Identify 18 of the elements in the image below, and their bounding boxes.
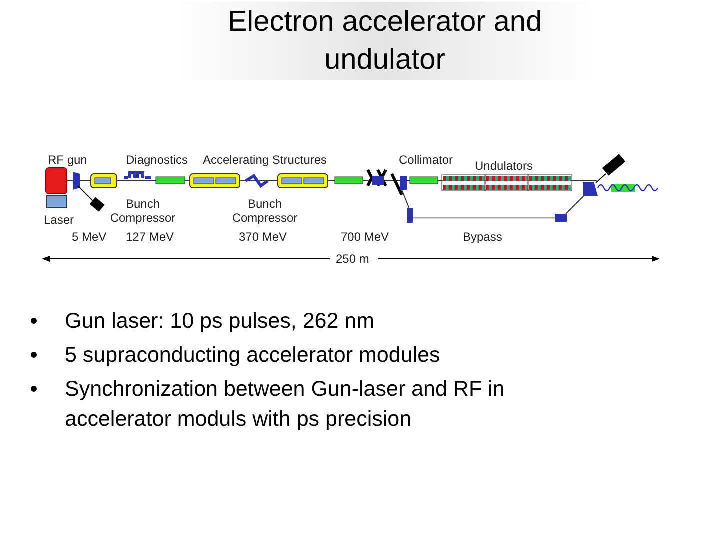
part-label: Bunch Compressor	[231, 197, 299, 225]
bullet-text: Synchronization between Gun-laser and RF in accelerator moduls with ps precision	[30, 374, 590, 434]
part-label: Bunch Compressor	[109, 197, 177, 225]
slide-title: Electron accelerator and undulator	[226, 5, 544, 78]
part-label: 250 m	[336, 252, 370, 266]
part-label: Diagnostics	[126, 153, 188, 167]
part-label: Collimator	[399, 153, 454, 167]
part-label: Undulators	[475, 159, 534, 173]
part-label: 370 MeV	[239, 230, 288, 244]
part-label: RF gun	[48, 153, 88, 167]
part-label: Accelerating Structures	[203, 153, 328, 167]
bullet-text: Gun laser: 10 ps pulses, 262 nm	[30, 306, 590, 336]
part-label: 700 MeV	[341, 230, 390, 244]
bullet-text: 5 supraconducting accelerator modules	[30, 340, 590, 370]
part-label: Laser	[44, 213, 74, 227]
part-label: 127 MeV	[126, 230, 174, 244]
part-label: 5 MeV	[72, 230, 107, 244]
part-label: Bypass	[463, 230, 502, 244]
